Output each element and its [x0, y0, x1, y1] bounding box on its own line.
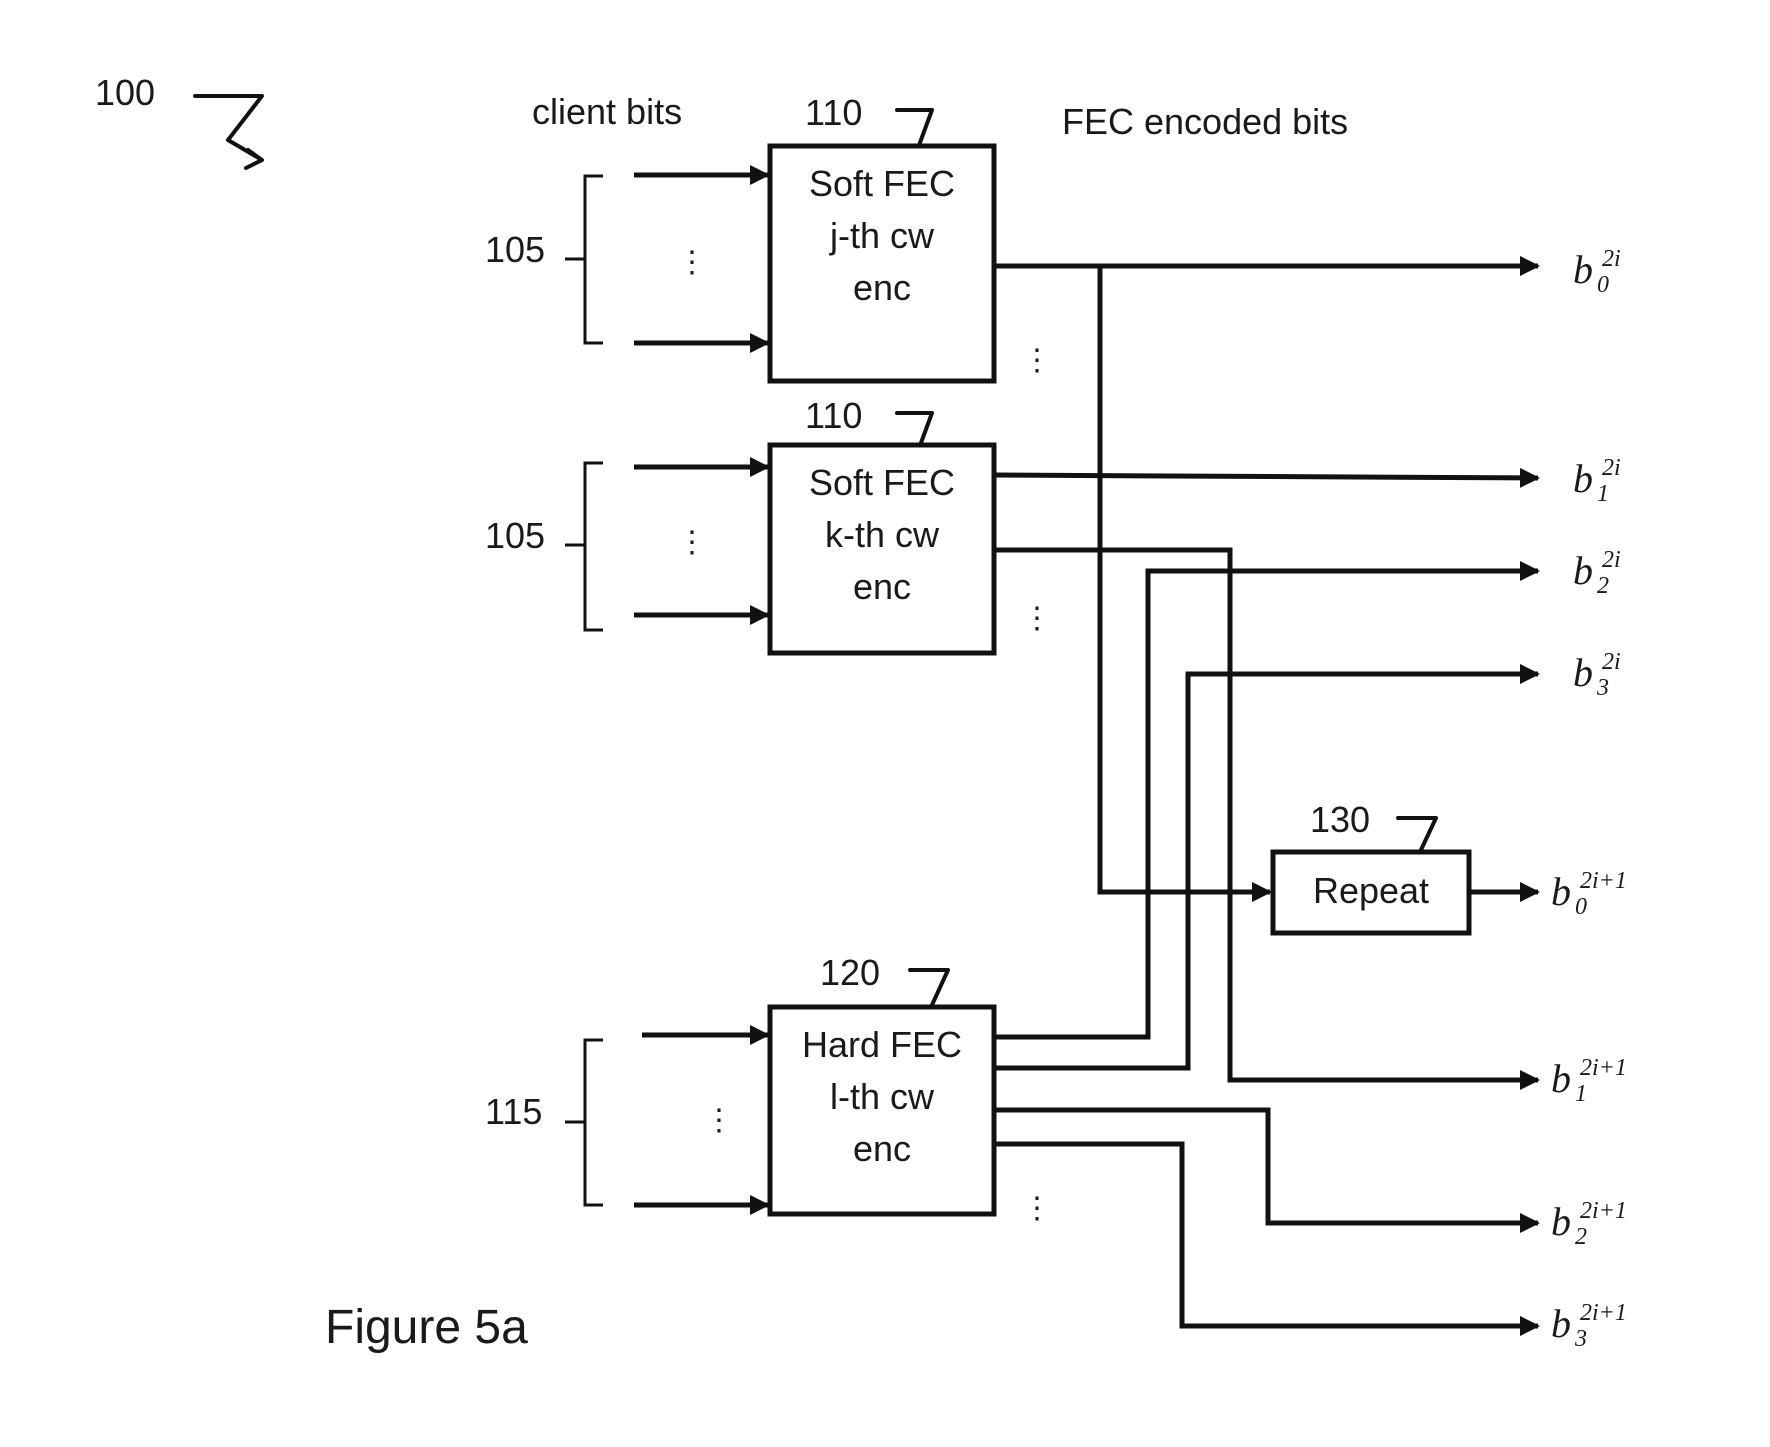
output-label-b0-2i: b 0 2i: [1573, 246, 1621, 298]
input-group-j-ref: 105: [485, 229, 545, 270]
output-label-b1-2i: b 1 2i: [1573, 455, 1621, 507]
hard-fec-ref: 120: [820, 952, 880, 993]
hard-fec-line3: enc: [853, 1128, 911, 1169]
svg-text:2i+1: 2i+1: [1580, 1198, 1627, 1224]
soft-fec-k-line1: Soft FEC: [809, 462, 955, 503]
svg-text:3: 3: [1574, 1326, 1587, 1352]
svg-text:2i: 2i: [1602, 547, 1621, 573]
svg-text:0: 0: [1575, 894, 1587, 920]
system-ref-number: 100: [95, 72, 155, 113]
client-bits-label: client bits: [532, 91, 682, 132]
output-ellipsis: ⋮: [1022, 1192, 1052, 1225]
ref-leader-icon: [895, 411, 934, 453]
hard-fec-line2: l-th cw: [830, 1076, 935, 1117]
output-wire: [994, 547, 1540, 1090]
svg-text:3: 3: [1596, 675, 1609, 701]
ref-leader-icon: [895, 108, 934, 150]
soft-fec-k-ref: 110: [805, 395, 862, 436]
svg-text:b: b: [1551, 1056, 1571, 1101]
svg-text:2i+1: 2i+1: [1580, 1055, 1627, 1081]
fec-encoded-bits-label: FEC encoded bits: [1062, 101, 1348, 142]
svg-text:b: b: [1573, 456, 1593, 501]
output-wire: [994, 1107, 1540, 1233]
input-ellipsis: ⋮: [677, 526, 707, 559]
output-label-b1-2i1: b 1 2i+1: [1551, 1055, 1627, 1107]
ref-leader-icon: [1396, 816, 1438, 854]
output-wire: [1097, 266, 1272, 902]
output-label-b2-2i: b 2 2i: [1573, 547, 1621, 599]
output-wire: [994, 664, 1540, 1071]
input-ellipsis: ⋮: [677, 246, 707, 279]
svg-text:1: 1: [1575, 1081, 1587, 1107]
svg-text:b: b: [1573, 548, 1593, 593]
figure-caption: Figure 5a: [325, 1301, 528, 1354]
svg-text:2: 2: [1597, 573, 1609, 599]
output-wire: [994, 1141, 1540, 1336]
soft-fec-j-block: [767, 143, 997, 384]
input-group-k-brace: [565, 461, 603, 632]
svg-text:b: b: [1551, 1301, 1571, 1346]
output-label-b3-2i1: b 3 2i+1: [1551, 1300, 1627, 1352]
soft-fec-k-line3: enc: [853, 566, 911, 607]
output-wire: [993, 467, 1540, 488]
output-ellipsis: ⋮: [1022, 602, 1052, 635]
svg-text:b: b: [1573, 247, 1593, 292]
svg-text:2i+1: 2i+1: [1580, 1300, 1627, 1326]
svg-text:2i: 2i: [1602, 649, 1621, 675]
input-group-l-brace: [565, 1038, 603, 1207]
svg-text:2i: 2i: [1602, 246, 1621, 272]
repeat-label: Repeat: [1313, 870, 1429, 911]
svg-text:2: 2: [1575, 1224, 1587, 1250]
soft-fec-k-block: [767, 442, 997, 656]
svg-text:1: 1: [1597, 481, 1609, 507]
svg-text:0: 0: [1597, 272, 1609, 298]
svg-text:b: b: [1551, 1199, 1571, 1244]
input-group-j-brace: [565, 174, 603, 345]
output-label-b2-2i1: b 2 2i+1: [1551, 1198, 1627, 1250]
ref-leader-icon: [908, 968, 950, 1007]
output-label-b0-2i1: b 0 2i+1: [1551, 868, 1627, 920]
hard-fec-line1: Hard FEC: [802, 1024, 962, 1065]
soft-fec-j-ref: 110: [805, 92, 862, 133]
soft-fec-j-line3: enc: [853, 267, 911, 308]
svg-text:b: b: [1573, 650, 1593, 695]
input-ellipsis: ⋮: [704, 1104, 734, 1137]
soft-fec-k-line2: k-th cw: [825, 514, 940, 555]
soft-fec-j-line2: j-th cw: [829, 215, 935, 256]
output-ellipsis: ⋮: [1022, 344, 1052, 377]
output-label-b3-2i: b 3 2i: [1573, 649, 1621, 701]
svg-text:b: b: [1551, 869, 1571, 914]
svg-text:2i+1: 2i+1: [1580, 868, 1627, 894]
input-group-l-ref: 115: [485, 1091, 542, 1132]
svg-text:2i: 2i: [1602, 455, 1621, 481]
repeat-block: [1270, 849, 1472, 936]
leader-arrow-icon: [193, 94, 264, 170]
input-group-k-ref: 105: [485, 515, 545, 556]
output-wire: [994, 561, 1540, 1040]
soft-fec-j-line1: Soft FEC: [809, 163, 955, 204]
repeat-ref: 130: [1310, 799, 1370, 840]
